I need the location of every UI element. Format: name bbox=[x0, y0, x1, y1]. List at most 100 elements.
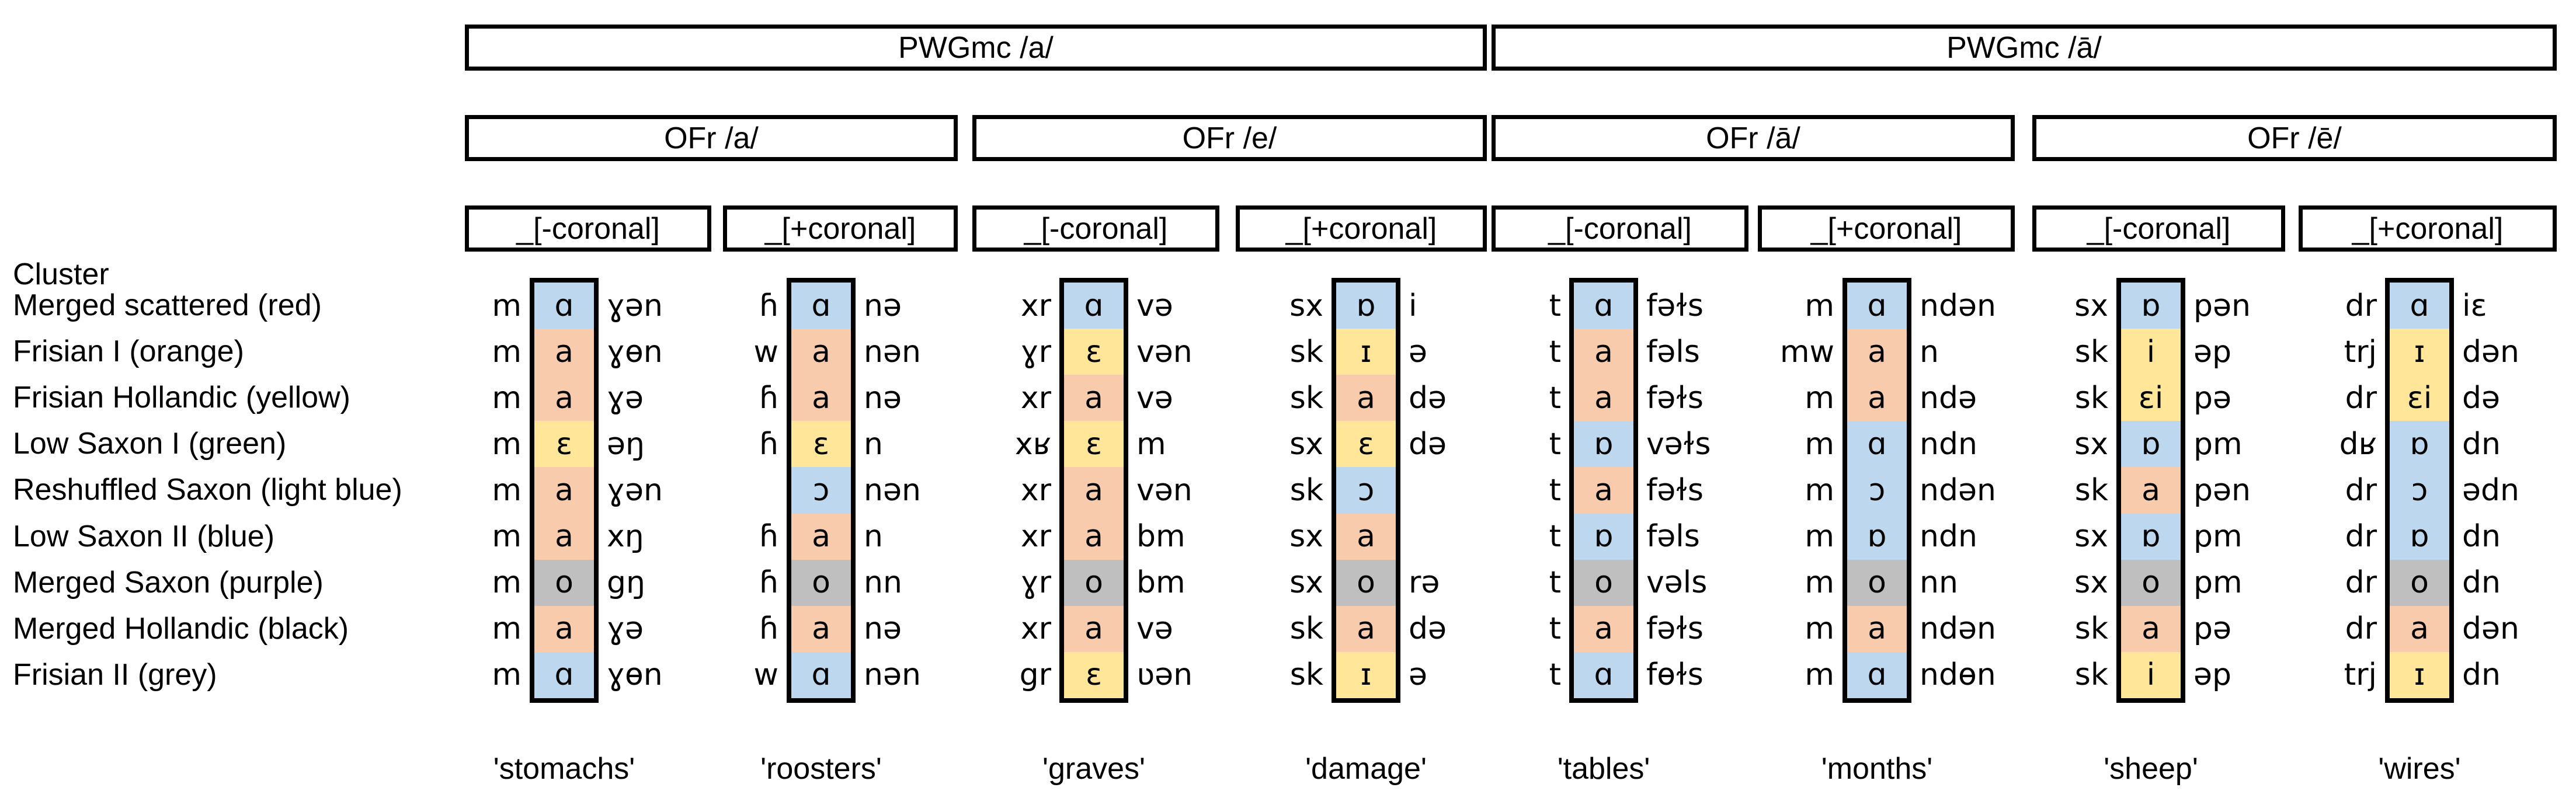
onset-text: w bbox=[753, 657, 778, 693]
coda-text: ɣən bbox=[607, 472, 663, 508]
vowel-cell: ɛi bbox=[2121, 375, 2181, 421]
onset-text: m bbox=[492, 472, 522, 508]
vowel-cell: ɪ bbox=[1336, 651, 1396, 698]
cluster-row-label: Low Saxon I (green) bbox=[13, 427, 287, 461]
onset-text: sx bbox=[1289, 519, 1323, 555]
vowel-cell: a bbox=[1336, 375, 1396, 421]
vowel-cell: ɛ bbox=[791, 421, 851, 468]
vowel-cell: o bbox=[534, 559, 594, 606]
onset-text: xr bbox=[1020, 611, 1051, 647]
onset-text: ɦ bbox=[759, 565, 778, 601]
coda-text: pən bbox=[2193, 472, 2251, 508]
vowel-cell: a bbox=[534, 467, 594, 514]
onset-text: w bbox=[753, 334, 778, 370]
vowel-cell: ɒ bbox=[2390, 421, 2449, 468]
onset-text: m bbox=[1805, 426, 1834, 462]
vowel-cell: a bbox=[1574, 467, 1633, 514]
onset-text: t bbox=[1549, 519, 1561, 555]
context-header-box: _[+coronal] bbox=[2299, 205, 2557, 252]
onset-text: dr bbox=[2345, 288, 2377, 323]
coda-text: pə bbox=[2193, 380, 2231, 416]
coda-text: bm bbox=[1136, 519, 1186, 555]
coda-text: dən bbox=[2462, 334, 2519, 370]
coda-text: də bbox=[1409, 380, 1447, 416]
onset-text: dʁ bbox=[2339, 426, 2377, 462]
vowel-cell: a bbox=[534, 375, 594, 421]
coda-text: nən bbox=[864, 334, 921, 370]
coda-text: fəls bbox=[1646, 519, 1700, 555]
cluster-row-label: Merged Saxon (purple) bbox=[13, 565, 324, 600]
vowel-cell: a bbox=[1574, 329, 1633, 375]
vowel-cell: ɑ bbox=[534, 651, 594, 698]
coda-text: nn bbox=[864, 565, 902, 601]
coda-text: dn bbox=[2462, 657, 2501, 693]
coda-text: nn bbox=[1920, 565, 1958, 601]
onset-text: sk bbox=[1289, 334, 1323, 370]
vowel-cell: o bbox=[2121, 559, 2181, 606]
vowel-cell: ɑ bbox=[1847, 283, 1907, 329]
coda-text: ndə bbox=[1920, 380, 1977, 416]
vowel-cell: ɑ bbox=[1847, 421, 1907, 468]
vowel-cell: o bbox=[1574, 559, 1633, 606]
vowel-cell: ɒ bbox=[1574, 513, 1633, 560]
onset-text: xr bbox=[1020, 380, 1051, 416]
coda-text: vəls bbox=[1646, 565, 1708, 601]
header-box-label: _[-coronal] bbox=[1548, 211, 1692, 246]
header-box-label: _[-coronal] bbox=[1024, 211, 1168, 246]
vowel-cell: a bbox=[791, 605, 851, 652]
coda-text: ʋən bbox=[1136, 657, 1193, 693]
onset-text: m bbox=[492, 519, 522, 555]
vowel-cell: ɛ bbox=[1336, 421, 1396, 468]
vowel-cell: o bbox=[1336, 559, 1396, 606]
onset-text: t bbox=[1549, 611, 1561, 647]
coda-text: gŋ bbox=[607, 565, 645, 601]
onset-text: t bbox=[1549, 426, 1561, 462]
onset-text: dr bbox=[2345, 380, 2377, 416]
vowel-cell: a bbox=[2390, 605, 2449, 652]
onset-text: m bbox=[492, 426, 522, 462]
gloss-label: 'wires' bbox=[2378, 752, 2461, 786]
vowel-cell: i bbox=[2121, 329, 2181, 375]
vowel-cell: i bbox=[2121, 651, 2181, 698]
coda-text: n bbox=[1920, 334, 1939, 370]
coda-text: də bbox=[1409, 611, 1447, 647]
onset-text: ɦ bbox=[759, 519, 778, 555]
coda-text: pm bbox=[2193, 426, 2243, 462]
coda-text: dn bbox=[2462, 426, 2501, 462]
header-box-label: _[+coronal] bbox=[1285, 211, 1437, 246]
vowel-cell: ɑ bbox=[791, 283, 851, 329]
vowel-cell: a bbox=[534, 513, 594, 560]
vowel-cell: ɛi bbox=[2390, 375, 2449, 421]
vowel-cell: a bbox=[1574, 375, 1633, 421]
gloss-label: 'months' bbox=[1821, 752, 1933, 786]
cluster-row-label: Frisian II (grey) bbox=[13, 657, 217, 692]
header-box-label: _[+coronal] bbox=[2352, 211, 2504, 246]
vowel-cell: ɑ bbox=[534, 283, 594, 329]
ofr-header-box: OFr /a/ bbox=[465, 115, 958, 161]
onset-text: xr bbox=[1020, 472, 1051, 508]
coda-text: də bbox=[2462, 380, 2500, 416]
coda-text: və bbox=[1136, 288, 1173, 323]
context-header-box: _[+coronal] bbox=[1236, 205, 1487, 252]
onset-text: sk bbox=[1289, 611, 1323, 647]
onset-text: sk bbox=[2074, 611, 2108, 647]
onset-text: m bbox=[492, 380, 522, 416]
onset-text: xr bbox=[1020, 519, 1051, 555]
onset-text: sk bbox=[2074, 657, 2108, 693]
vowel-cell: ɔ bbox=[1847, 467, 1907, 514]
coda-text: nə bbox=[864, 611, 902, 647]
vowel-cell: a bbox=[791, 375, 851, 421]
coda-text: fəls bbox=[1646, 334, 1700, 370]
onset-text: sx bbox=[2074, 519, 2108, 555]
onset-text: sk bbox=[1289, 657, 1323, 693]
context-header-box: _[+coronal] bbox=[1758, 205, 2015, 252]
vowel-cell: a bbox=[1064, 605, 1124, 652]
onset-text: m bbox=[1805, 657, 1834, 693]
vowel-cell: ɑ bbox=[2390, 283, 2449, 329]
onset-text: trj bbox=[2344, 334, 2377, 370]
coda-text: nə bbox=[864, 380, 902, 416]
cluster-column-header: Cluster bbox=[13, 257, 109, 291]
